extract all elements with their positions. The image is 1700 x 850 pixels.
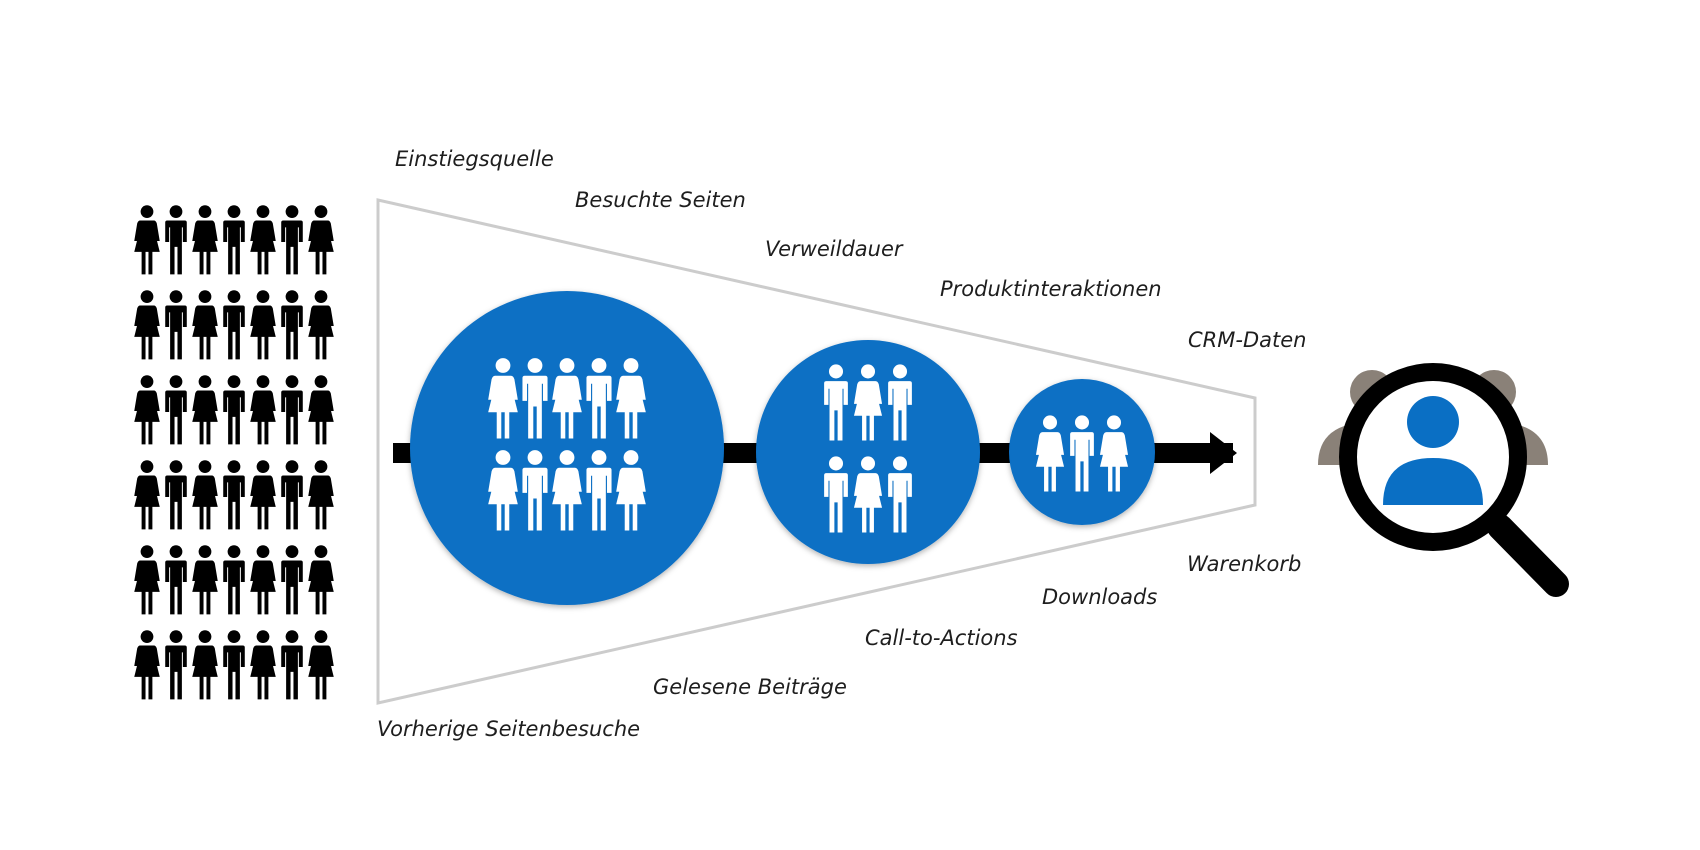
person-icon: [192, 205, 218, 275]
person-icon: [250, 205, 276, 275]
label-vorherige-seitenbesuche: Vorherige Seitenbesuche: [377, 717, 640, 741]
person-icon: [165, 205, 187, 275]
person-icon: [308, 630, 334, 700]
person-icon: [281, 205, 303, 275]
label-verweildauer: Verweildauer: [765, 237, 904, 261]
person-icon: [165, 460, 187, 530]
label-call-to-actions: Call-to-Actions: [865, 626, 1018, 650]
person-icon: [192, 630, 218, 700]
person-icon: [308, 545, 334, 615]
person-icon: [134, 375, 160, 445]
person-icon: [192, 375, 218, 445]
person-icon: [308, 375, 334, 445]
magnifier-user-icon: [1318, 363, 1569, 597]
person-icon: [134, 545, 160, 615]
person-icon: [223, 630, 245, 700]
person-icon: [192, 290, 218, 360]
person-icon: [165, 630, 187, 700]
person-icon: [250, 630, 276, 700]
person-icon: [223, 290, 245, 360]
person-icon: [308, 460, 334, 530]
label-warenkorb: Warenkorb: [1187, 552, 1301, 576]
person-icon: [165, 375, 187, 445]
person-icon: [281, 460, 303, 530]
label-besuchte-seiten: Besuchte Seiten: [575, 188, 746, 212]
label-einstiegsquelle: Einstiegsquelle: [395, 147, 554, 171]
person-icon: [281, 290, 303, 360]
person-icon: [134, 630, 160, 700]
segment-circle-medium: [756, 340, 980, 564]
person-icon: [250, 460, 276, 530]
label-downloads: Downloads: [1042, 585, 1157, 609]
person-icon: [281, 630, 303, 700]
person-icon: [192, 545, 218, 615]
person-icon: [250, 375, 276, 445]
person-icon: [250, 290, 276, 360]
person-icon: [308, 205, 334, 275]
person-icon: [134, 460, 160, 530]
label-crm-daten: CRM-Daten: [1188, 328, 1306, 352]
person-icon: [223, 460, 245, 530]
person-icon: [134, 290, 160, 360]
person-icon: [134, 205, 160, 275]
person-icon: [223, 205, 245, 275]
person-icon: [223, 545, 245, 615]
person-icon: [308, 290, 334, 360]
label-gelesene-beitraege: Gelesene Beiträge: [653, 675, 847, 699]
person-icon: [223, 375, 245, 445]
person-icon: [281, 375, 303, 445]
person-icon: [250, 545, 276, 615]
person-icon: [281, 545, 303, 615]
person-icon: [165, 290, 187, 360]
label-produktinteraktionen: Produktinteraktionen: [940, 277, 1162, 301]
people-crowd-icon: [134, 205, 334, 700]
person-icon: [192, 460, 218, 530]
person-icon: [165, 545, 187, 615]
segment-circle-large: [410, 291, 724, 605]
